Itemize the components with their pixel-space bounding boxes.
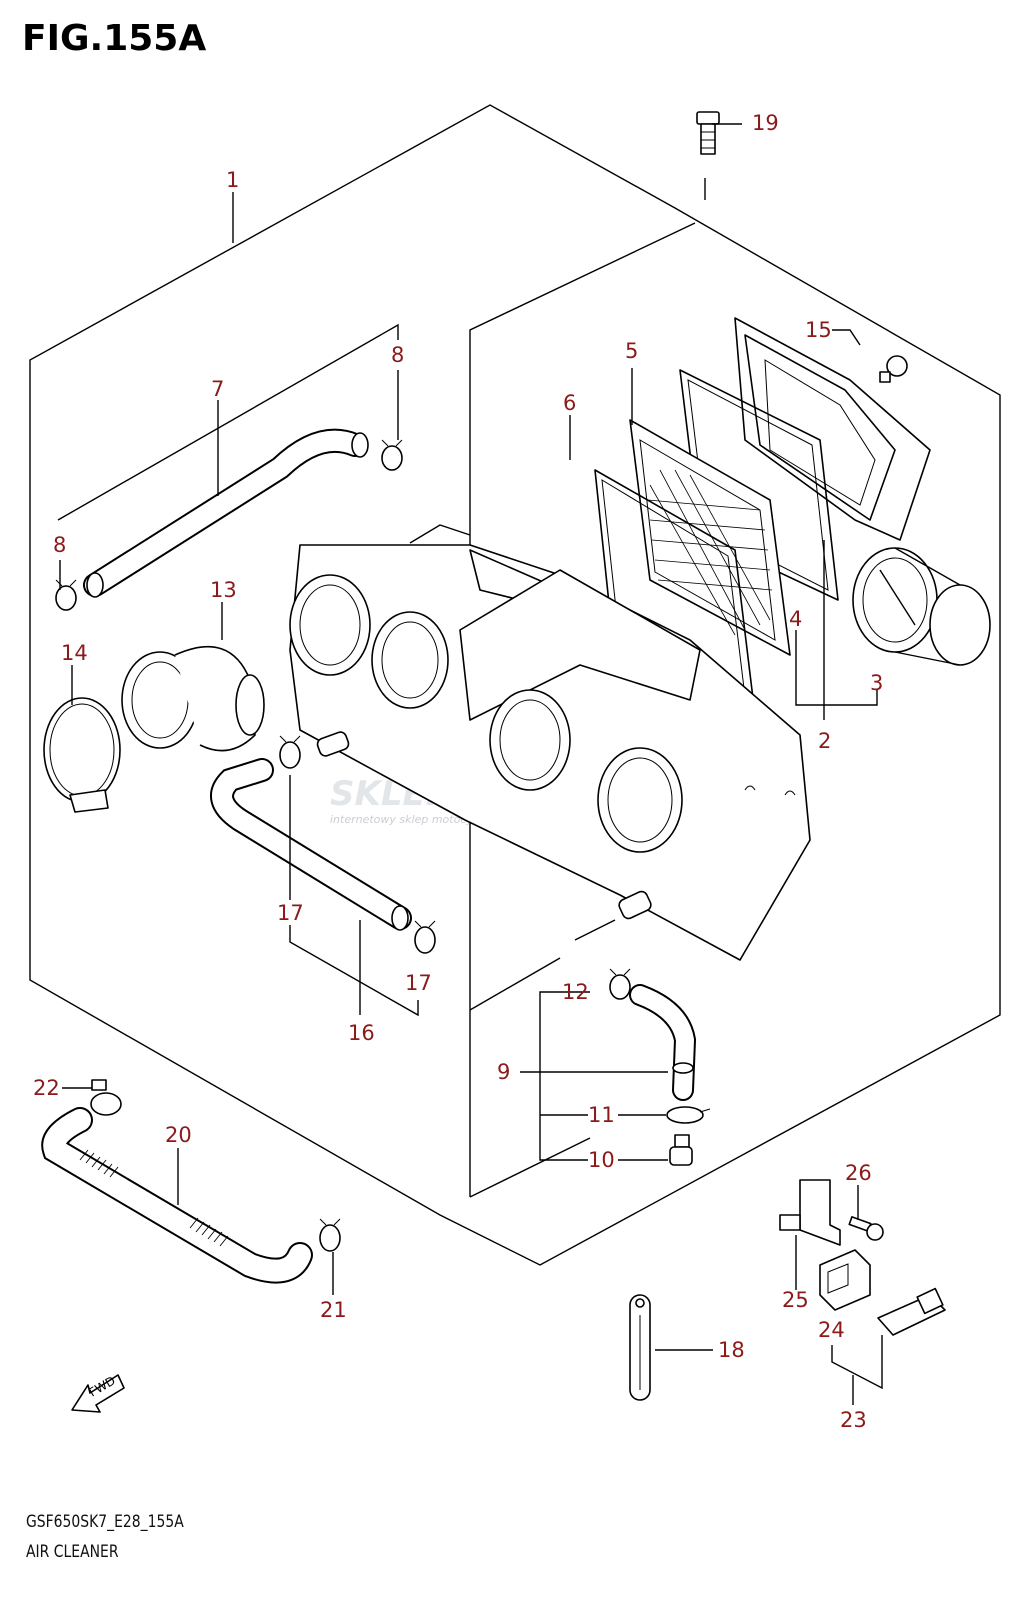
- intake-boot-part-13: [121, 645, 265, 752]
- callout-4: 4: [789, 607, 802, 631]
- clamp-part-12: [609, 968, 631, 1000]
- forward-direction-arrow: FWD: [71, 1373, 125, 1413]
- clamp-part-17-top: [279, 735, 301, 769]
- callout-18: 18: [718, 1338, 745, 1362]
- callout-15: 15: [805, 318, 832, 342]
- callout-16: 16: [348, 1021, 375, 1045]
- callout-6: 6: [563, 391, 576, 415]
- holder-part-24: [819, 1249, 871, 1311]
- callout-8-left: 8: [53, 533, 66, 557]
- callout-22: 22: [33, 1076, 60, 1100]
- clamp-part-21: [319, 1218, 341, 1252]
- screw-part-15: [879, 355, 908, 383]
- callout-13: 13: [210, 578, 237, 602]
- callout-11: 11: [588, 1103, 615, 1127]
- callout-21: 21: [320, 1298, 347, 1322]
- leader-lines: [57, 123, 883, 1405]
- callout-19: 19: [752, 111, 779, 135]
- callout-25: 25: [782, 1288, 809, 1312]
- callout-9: 9: [497, 1060, 510, 1084]
- callout-8-top: 8: [391, 343, 404, 367]
- clamp-band-part-14: [43, 697, 121, 813]
- figure-title: FIG.155A: [22, 18, 207, 59]
- plug-part-10: [669, 1134, 693, 1166]
- connector-part-23: [877, 1287, 946, 1336]
- callout-2: 2: [818, 729, 831, 753]
- breather-hose-part-7: [83, 428, 369, 598]
- clamp-part-17-bottom: [414, 920, 436, 954]
- callout-3: 3: [870, 671, 883, 695]
- callout-labels: 1 2 3 4 5 6 7 8 8 9 10 11 12 13 14 15 16…: [33, 111, 883, 1432]
- bolt-part-26: [848, 1216, 884, 1241]
- callout-10: 10: [588, 1148, 615, 1172]
- filter-element-part-5: [629, 419, 791, 656]
- air-cleaner-housing: [289, 544, 811, 961]
- callout-24: 24: [818, 1318, 845, 1342]
- callout-26: 26: [845, 1161, 872, 1185]
- diagram-code: GSF650SK7_E28_155A: [26, 1512, 184, 1532]
- strap-part-18: [629, 1294, 651, 1401]
- callout-12: 12: [562, 980, 589, 1004]
- callout-14: 14: [61, 641, 88, 665]
- clamp-part-8-bottom: [55, 579, 77, 611]
- callout-20: 20: [165, 1123, 192, 1147]
- assembly-outline: [29, 104, 1001, 1266]
- bracket-part-25: [779, 1179, 841, 1246]
- callout-5: 5: [625, 339, 638, 363]
- bolt-part-19: [696, 111, 720, 155]
- callout-17-right: 17: [405, 971, 432, 995]
- diagram-name: AIR CLEANER: [26, 1542, 119, 1562]
- filter-cover-part-2: [734, 317, 931, 541]
- callout-17-left: 17: [277, 901, 304, 925]
- hose-part-16: [210, 758, 412, 931]
- intake-duct-part-3: [852, 547, 991, 666]
- drain-hose-part-9: [629, 984, 697, 1101]
- callout-23: 23: [840, 1408, 867, 1432]
- callout-7: 7: [211, 377, 224, 401]
- callout-1: 1: [226, 168, 239, 192]
- clamp-part-8-top: [381, 439, 403, 471]
- hose-part-20: [41, 1107, 313, 1284]
- clamp-part-11: [666, 1106, 711, 1124]
- clamp-part-22: [90, 1079, 122, 1116]
